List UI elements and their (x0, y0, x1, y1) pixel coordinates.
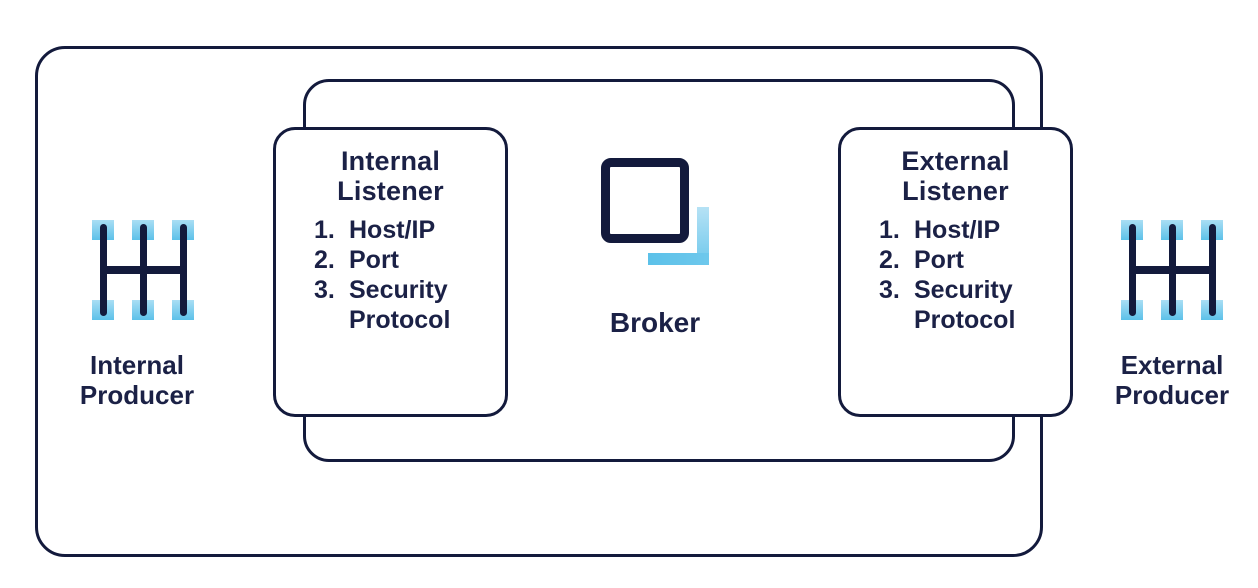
broker-icon-accent-horizontal (648, 253, 709, 265)
list-item-text: Port (914, 246, 964, 274)
external-producer-label: External Producer (1082, 350, 1258, 410)
list-item-text: Security Protocol (914, 276, 1016, 334)
internal-listener-card: Internal Listener 1. Host/IP 2. Port 3. … (273, 127, 508, 417)
list-item: 3. Security Protocol (879, 275, 1056, 335)
internal-listener-title-line2: Listener (337, 176, 444, 206)
list-item: 1. Host/IP (879, 215, 1056, 245)
list-item-text: Host/IP (914, 216, 1001, 244)
list-item: 2. Port (879, 245, 1056, 275)
list-item-number: 1. (879, 216, 900, 244)
list-item-text: Host/IP (349, 216, 436, 244)
external-producer-label-line2: Producer (1114, 380, 1230, 410)
list-item-number: 3. (314, 276, 335, 304)
list-item-number: 1. (314, 216, 335, 244)
external-listener-card: External Listener 1. Host/IP 2. Port 3. … (838, 127, 1073, 417)
connector-crossbar-icon (1129, 266, 1215, 274)
internal-listener-list: 1. Host/IP 2. Port 3. Security Protocol (276, 215, 505, 335)
internal-producer-icon (92, 220, 194, 320)
list-item: 2. Port (314, 245, 491, 275)
internal-producer-label: Internal Producer (47, 350, 227, 410)
external-listener-title-line1: External (901, 146, 1010, 176)
internal-producer-label-line2: Producer (79, 380, 195, 410)
broker-icon (601, 158, 689, 243)
list-item-number: 3. (879, 276, 900, 304)
external-producer-label-line1: External (1120, 350, 1224, 380)
list-item-number: 2. (879, 246, 900, 274)
broker-icon-accent-vertical (697, 207, 709, 265)
connector-crossbar-icon (100, 266, 186, 274)
list-item-number: 2. (314, 246, 335, 274)
external-producer-icon (1121, 220, 1223, 320)
internal-listener-title: Internal Listener (276, 146, 505, 206)
external-listener-title-line2: Listener (902, 176, 1009, 206)
list-item-text: Security Protocol (349, 276, 451, 334)
list-item: 3. Security Protocol (314, 275, 491, 335)
external-listener-title: External Listener (841, 146, 1070, 206)
internal-listener-title-line1: Internal (340, 146, 441, 176)
list-item: 1. Host/IP (314, 215, 491, 245)
broker-label: Broker (609, 307, 701, 338)
external-listener-list: 1. Host/IP 2. Port 3. Security Protocol (841, 215, 1070, 335)
list-item-text: Port (349, 246, 399, 274)
internal-producer-label-line1: Internal (90, 350, 184, 380)
